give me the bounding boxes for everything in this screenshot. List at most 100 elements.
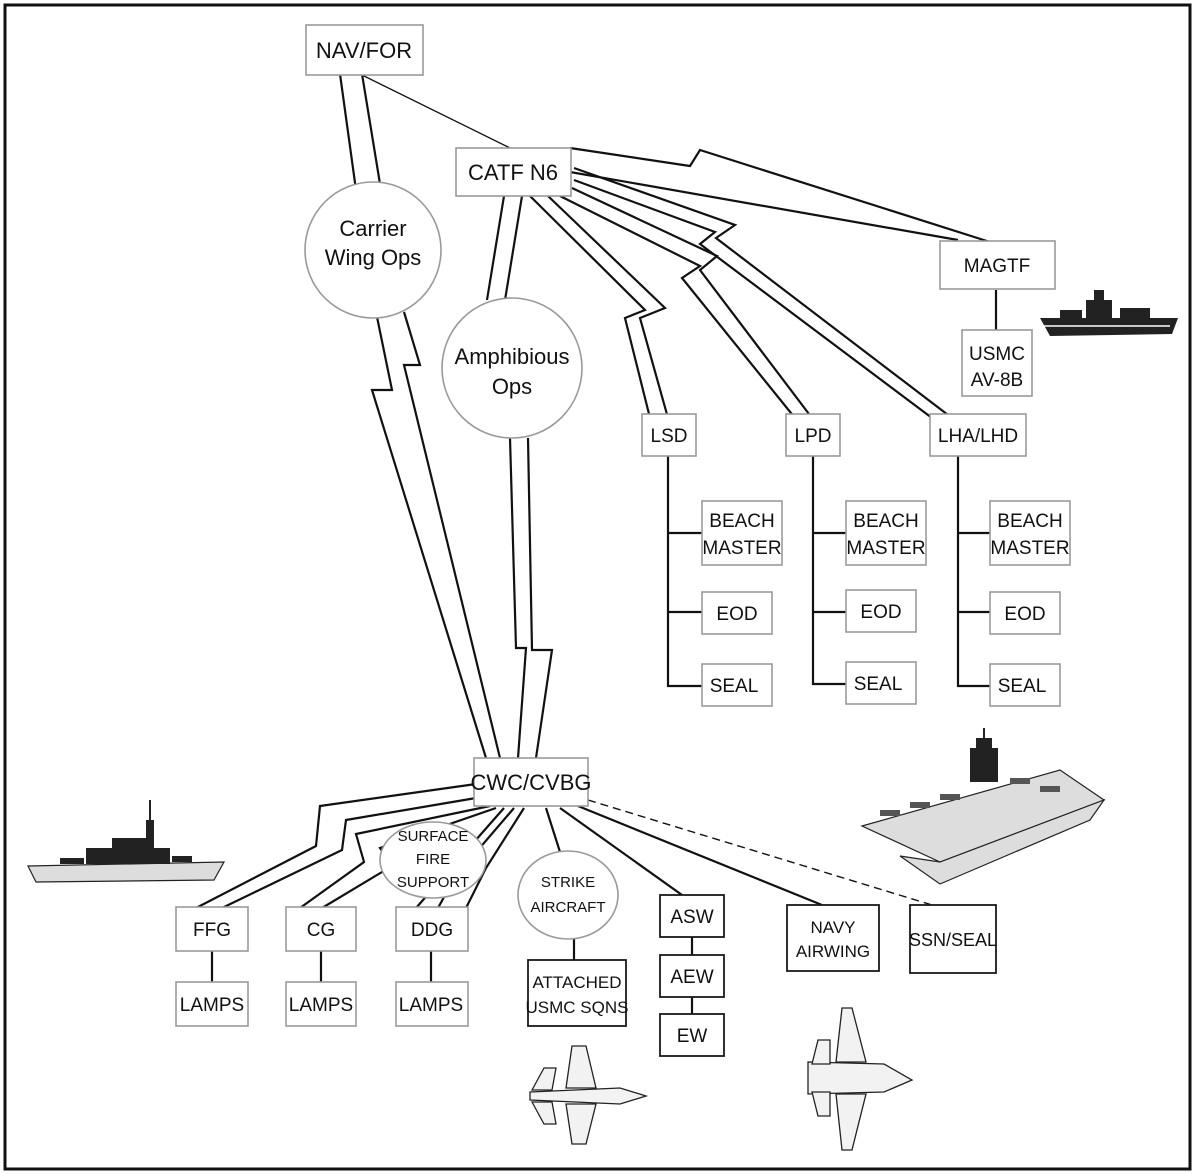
catf-node: CATF N6: [455, 147, 572, 197]
link-catf-lsd-1: [529, 195, 652, 419]
beach-label-2: MASTER: [846, 538, 925, 559]
cwc-label: CWC/CVBG: [471, 770, 592, 795]
ew-label: EW: [677, 1026, 708, 1047]
beach-label-2: MASTER: [990, 538, 1069, 559]
link-navfor-cwc-b2: [402, 311, 502, 759]
lpd-eod-node: EOD: [845, 589, 917, 633]
navy-airwing-node: NAVY AIRWING: [786, 904, 880, 972]
ddg-label: DDG: [411, 920, 453, 941]
ddg-lamps-node: LAMPS: [395, 981, 469, 1027]
eod-label: EOD: [1004, 604, 1045, 625]
beach-label-2: MASTER: [702, 538, 781, 559]
ssn-seal-node: SSN/SEAL: [909, 904, 997, 974]
eod-label: EOD: [716, 604, 757, 625]
beach-label-1: BEACH: [709, 511, 774, 532]
amphibious-ops-line1: Amphibious: [455, 344, 570, 369]
eod-label: EOD: [860, 602, 901, 623]
link-navfor-catf: [359, 73, 511, 149]
seal-label: SEAL: [854, 674, 903, 695]
lpd-label: LPD: [795, 426, 832, 447]
attached-line1: ATTACHED: [532, 973, 621, 992]
tree-lpd: [811, 456, 846, 686]
amphibious-ops-node: Amphibious Ops: [441, 297, 583, 439]
destroyer-ship-icon: [27, 800, 226, 883]
carrier-wing-ops-line1: Carrier: [339, 216, 406, 241]
lsd-node: LSD: [641, 413, 697, 457]
lha-label: LHA/LHD: [938, 426, 1018, 447]
navfor-node: NAV/FOR: [305, 24, 424, 76]
lha-seal-node: SEAL: [989, 663, 1061, 707]
surface-fire-support-node: SURFACE FIRE SUPPORT: [379, 821, 487, 899]
cwc-cvbg-node: CWC/CVBG: [471, 757, 592, 807]
lpd-beach-master-node: BEACH MASTER: [845, 500, 927, 566]
magtf-node: MAGTF: [939, 240, 1056, 290]
seal-label: SEAL: [710, 676, 759, 697]
lsd-beach-master-node: BEACH MASTER: [701, 500, 783, 566]
catf-label: CATF N6: [468, 160, 558, 185]
link-cwc-ddg-3: [465, 807, 525, 909]
link-catf-lpd-2: [571, 187, 813, 419]
link-cwc-strike: [544, 807, 562, 853]
link-catf-magtf-2: [569, 170, 959, 242]
link-catf-lsd-2: [547, 195, 670, 419]
aircraft-carrier-icon: [860, 728, 1106, 885]
link-catf-cwc-a2: [503, 195, 524, 301]
diagram-border: [3, 3, 1192, 1171]
amphibious-ops-line2: Ops: [492, 374, 532, 399]
strike-line2: AIRCRAFT: [531, 899, 606, 916]
aew-node: AEW: [659, 954, 725, 998]
usmc-label-1: USMC: [969, 344, 1025, 365]
lha-beach-master-node: BEACH MASTER: [989, 500, 1071, 566]
ew-node: EW: [659, 1013, 725, 1057]
lamps-label: LAMPS: [180, 995, 244, 1016]
beach-label-1: BEACH: [997, 511, 1062, 532]
usmc-av8b-node: USMC AV-8B: [961, 329, 1033, 397]
cg-node: CG: [285, 906, 357, 952]
link-catf-lpd-1: [559, 195, 796, 419]
sfs-line1: SURFACE: [398, 828, 469, 845]
tree-lsd: [666, 456, 702, 688]
link-cwc-ffg-2: [221, 796, 477, 909]
f14-jet-icon: [807, 1007, 914, 1151]
attached-usmc-node: ATTACHED USMC SQNS: [526, 959, 629, 1027]
airwing-line1: NAVY: [810, 918, 855, 937]
fighter-jet-icon: [529, 1045, 649, 1145]
sfs-line2: FIRE: [416, 851, 450, 868]
link-cwc-airwing: [577, 804, 823, 907]
link-cwc-ssn: [587, 799, 933, 906]
link-navfor-cwc-a2: [360, 73, 383, 191]
ddg-node: DDG: [395, 906, 469, 952]
lamps-label: LAMPS: [289, 995, 353, 1016]
navfor-label: NAV/FOR: [316, 38, 412, 63]
link-catf-cwc-a1: [485, 195, 506, 301]
strike-line1: STRIKE: [541, 874, 595, 891]
ffg-label: FFG: [193, 920, 231, 941]
carrier-wing-ops-node: Carrier Wing Ops: [304, 181, 442, 319]
link-navfor-cwc-a1: [338, 73, 358, 191]
ssn-label: SSN/SEAL: [909, 930, 997, 950]
lsd-seal-node: SEAL: [701, 663, 773, 707]
link-catf-cwc-b1: [508, 437, 528, 759]
attached-line2: USMC SQNS: [526, 998, 629, 1017]
ffg-lamps-node: LAMPS: [175, 981, 249, 1027]
sfs-line3: SUPPORT: [397, 874, 469, 891]
link-navfor-cwc-b1: [370, 311, 488, 759]
asw-node: ASW: [659, 894, 725, 938]
lamps-label: LAMPS: [399, 995, 463, 1016]
ffg-node: FFG: [175, 906, 249, 952]
lha-eod-node: EOD: [989, 591, 1061, 635]
tree-lha: [956, 456, 990, 688]
lpd-seal-node: SEAL: [845, 661, 917, 705]
link-catf-cwc-b2: [526, 437, 554, 759]
aew-label: AEW: [670, 967, 713, 988]
link-cwc-ffg-1: [195, 782, 477, 909]
magtf-label: MAGTF: [964, 256, 1031, 277]
link-cwc-cg-1: [299, 804, 491, 909]
cg-lamps-node: LAMPS: [285, 981, 357, 1027]
link-catf-magtf-1: [569, 146, 991, 244]
carrier-wing-ops-line2: Wing Ops: [325, 245, 422, 270]
usmc-label-2: AV-8B: [971, 370, 1023, 391]
seal-label: SEAL: [998, 676, 1047, 697]
